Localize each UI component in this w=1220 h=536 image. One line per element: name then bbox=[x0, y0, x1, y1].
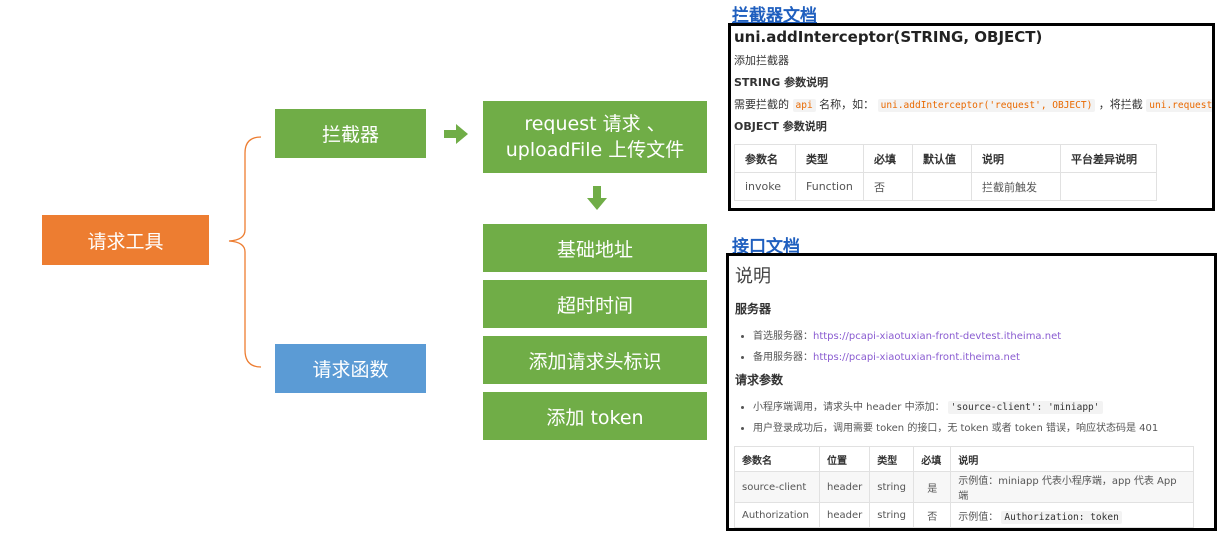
table-cell: 否 bbox=[913, 502, 952, 528]
right-arrow-icon bbox=[444, 124, 468, 144]
example-label: 示例值： bbox=[958, 511, 999, 523]
params-list: 小程序端调用，请求头中 header 中添加： 'source-client':… bbox=[729, 398, 1214, 434]
doc1-title: uni.addInterceptor(STRING, OBJECT) bbox=[734, 28, 1043, 46]
table-header-row: 参数名 位置 类型 必填 说明 bbox=[734, 446, 1195, 472]
table-cell: 示例值： Authorization: token bbox=[950, 502, 1195, 528]
code-uni-request: uni.request() bbox=[1146, 99, 1212, 112]
object-label: OBJECT bbox=[734, 120, 779, 133]
bullet1-code: 'source-client': 'miniapp' bbox=[947, 401, 1103, 414]
list-item: 小程序端调用，请求头中 header 中添加： 'source-client':… bbox=[753, 398, 1214, 414]
table-header-row: 参数名 类型 必填 默认值 说明 平台差异说明 bbox=[734, 144, 1157, 173]
table-header: 必填 bbox=[863, 144, 913, 173]
list-item: 首选服务器：https://pcapi-xiaotuxian-front-dev… bbox=[753, 327, 1214, 342]
doc1-string-line: 需要拦截的 api 名称，如： uni.addInterceptor('requ… bbox=[734, 96, 1212, 112]
server1-url[interactable]: https://pcapi-xiaotuxian-front-devtest.i… bbox=[813, 331, 1062, 342]
servers-heading: 服务器 bbox=[735, 302, 772, 316]
table-header: 位置 bbox=[818, 446, 871, 472]
root-node: 请求工具 bbox=[42, 215, 209, 265]
server2-url[interactable]: https://pcapi-xiaotuxian-front.itheima.n… bbox=[813, 352, 1020, 363]
step-header-flag: 添加请求头标识 bbox=[483, 336, 707, 384]
table-header: 平台差异说明 bbox=[1060, 144, 1157, 173]
down-arrow-icon bbox=[587, 186, 607, 210]
doc1-object-heading: OBJECT 参数说明 bbox=[734, 118, 1212, 134]
step-timeout: 超时时间 bbox=[483, 280, 707, 328]
table-header: 说明 bbox=[971, 144, 1061, 173]
table-cell bbox=[1060, 172, 1157, 201]
interceptor-doc-panel: uni.addInterceptor(STRING, OBJECT) 添加拦截器… bbox=[728, 23, 1215, 211]
interceptor-node: 拦截器 bbox=[275, 109, 426, 158]
doc1-string-heading: STRING 参数说明 bbox=[734, 74, 1212, 90]
interceptor-doc-link[interactable]: 拦截器文档 bbox=[732, 6, 817, 26]
step-token: 添加 token bbox=[483, 392, 707, 440]
table-cell: invoke bbox=[734, 172, 796, 201]
table-header: 类型 bbox=[869, 446, 915, 472]
table-header: 参数名 bbox=[734, 446, 820, 472]
table-header: 类型 bbox=[795, 144, 864, 173]
api-doc-panel: 说明 服务器 首选服务器：https://pcapi-xiaotuxian-fr… bbox=[726, 253, 1217, 531]
table-cell: Authorization bbox=[734, 502, 820, 528]
server2-label: 备用服务器： bbox=[753, 352, 813, 363]
string-label: STRING bbox=[734, 76, 781, 89]
interceptor-target-node: request 请求 、 uploadFile 上传文件 bbox=[483, 101, 707, 173]
object-param-label: 参数说明 bbox=[782, 120, 827, 133]
code-api: api bbox=[792, 99, 816, 112]
table-cell: header bbox=[818, 471, 871, 503]
line-c: ，将拦截 bbox=[1098, 98, 1143, 111]
table-cell: 示例值：miniapp 代表小程序端，app 代表 App 端 bbox=[950, 471, 1195, 503]
step-base-url: 基础地址 bbox=[483, 224, 707, 272]
table-header: 默认值 bbox=[912, 144, 972, 173]
interceptor-param-table: 参数名 类型 必填 默认值 说明 平台差异说明 invoke Function … bbox=[734, 144, 1157, 201]
example-code: Authorization: token bbox=[1001, 510, 1122, 524]
table-header: 说明 bbox=[950, 446, 1195, 472]
table-header: 参数名 bbox=[734, 144, 796, 173]
list-item: 用户登录成功后，调用需要 token 的接口，无 token 或者 token … bbox=[753, 419, 1214, 434]
request-function-node: 请求函数 bbox=[275, 344, 426, 393]
doc2-heading: 说明 bbox=[735, 266, 771, 287]
brace-connector bbox=[228, 136, 262, 368]
table-header: 必填 bbox=[913, 446, 952, 472]
string-param-label: 参数说明 bbox=[784, 76, 829, 89]
request-param-table: 参数名 位置 类型 必填 说明 source-client header str… bbox=[734, 446, 1195, 528]
server1-label: 首选服务器： bbox=[753, 331, 813, 342]
table-cell: 是 bbox=[913, 471, 952, 503]
doc1-desc: 添加拦截器 bbox=[734, 54, 789, 67]
table-row: Authorization header string 否 示例值： Autho… bbox=[734, 502, 1195, 528]
api-doc-link[interactable]: 接口文档 bbox=[732, 237, 800, 257]
params-heading: 请求参数 bbox=[735, 373, 784, 387]
line-a: 需要拦截的 bbox=[734, 98, 789, 111]
table-cell: source-client bbox=[734, 471, 820, 503]
server-list: 首选服务器：https://pcapi-xiaotuxian-front-dev… bbox=[729, 327, 1214, 363]
table-cell bbox=[912, 172, 972, 201]
table-cell: header bbox=[818, 502, 871, 528]
table-cell: string bbox=[869, 502, 915, 528]
bullet1-text: 小程序端调用，请求头中 header 中添加： bbox=[753, 402, 945, 413]
table-cell: 拦截前触发 bbox=[971, 172, 1061, 201]
line-b: 名称，如： bbox=[819, 98, 875, 111]
code-add-interceptor: uni.addInterceptor('request', OBJECT) bbox=[877, 99, 1096, 112]
table-cell: Function bbox=[795, 172, 864, 201]
table-row: invoke Function 否 拦截前触发 bbox=[734, 172, 1157, 201]
bullet2-text: 用户登录成功后，调用需要 token 的接口，无 token 或者 token … bbox=[753, 423, 1159, 434]
table-cell: string bbox=[869, 471, 915, 503]
table-cell: 否 bbox=[863, 172, 913, 201]
list-item: 备用服务器：https://pcapi-xiaotuxian-front.ith… bbox=[753, 348, 1214, 363]
table-row: source-client header string 是 示例值：miniap… bbox=[734, 471, 1195, 503]
